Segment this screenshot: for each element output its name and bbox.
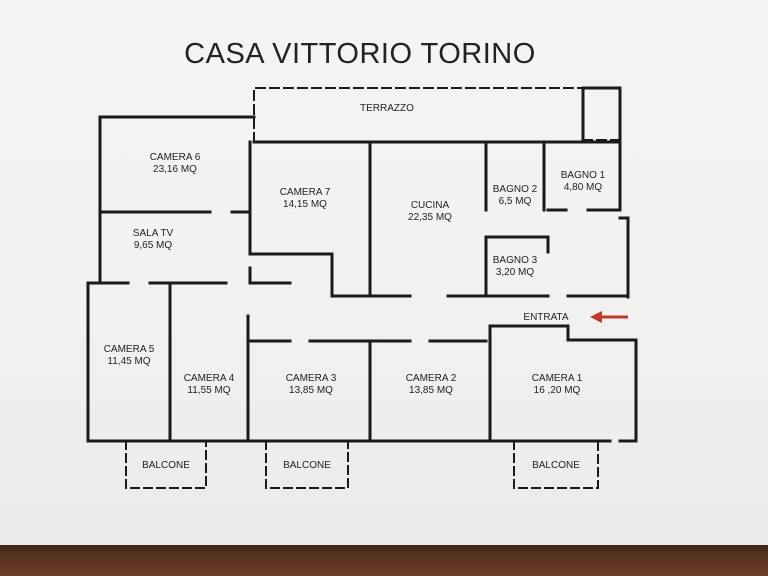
room-label-balcone-left: BALCONE	[142, 460, 190, 471]
arrow-left-icon	[590, 311, 628, 323]
interior-walls	[98, 140, 638, 443]
room-label-balcone-mid: BALCONE	[283, 460, 331, 471]
terrace-box	[581, 86, 622, 142]
terrace-outline	[253, 87, 621, 143]
floor-plan	[86, 86, 638, 489]
room-label-balcone-right: BALCONE	[532, 460, 580, 471]
room-label-terrazzo: TERRAZZO	[360, 103, 414, 114]
room-label-entrata: ENTRATA	[523, 312, 569, 323]
plan-title: CASA VITTORIO TORINO	[184, 38, 536, 70]
paper-sheet	[0, 0, 768, 545]
balconies	[125, 440, 599, 489]
wooden-table-edge	[0, 545, 768, 576]
